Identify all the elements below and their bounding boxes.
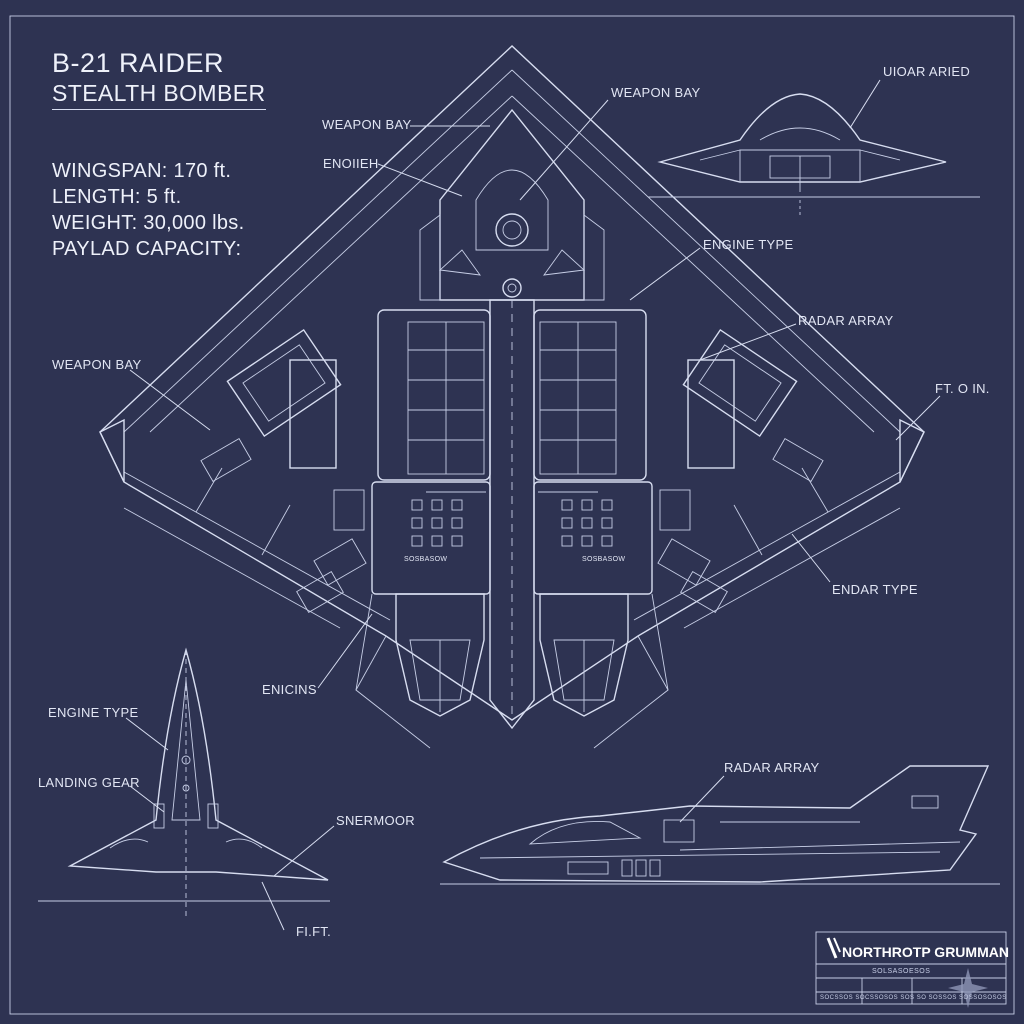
page-title: B-21 RAIDER [52, 48, 225, 78]
plan-view [99, 45, 925, 749]
label-engine-upper: ENOIIEH [323, 156, 379, 171]
weapon-bay-right [533, 309, 647, 481]
side-view [440, 765, 1000, 885]
label-engine-type-left: ENGINE TYPE [48, 705, 139, 720]
page-subtitle: STEALTH BOMBER [52, 80, 266, 110]
title-block-row1: SOLSASOESOS [872, 968, 931, 975]
title-block-brand: NORTHROTP GRUMMAN [842, 944, 1009, 960]
engine-nozzle-left [395, 593, 485, 717]
label-panel-right: SOSBASOW [582, 556, 626, 563]
nose-view [38, 647, 330, 916]
center-spine [489, 299, 535, 730]
wing-bay-left [226, 328, 342, 438]
title-block-frame [815, 931, 1007, 1005]
label-engines-lower: ENICINS [262, 682, 317, 697]
label-endar-type: ENDAR TYPE [832, 582, 918, 597]
label-wing-dimension: FT. O IN. [935, 381, 990, 396]
spec-weight: WEIGHT: 30,000 lbs. [52, 212, 245, 234]
label-radar-array-side: RADAR ARRAY [724, 760, 820, 775]
engine-panel-right [533, 481, 653, 595]
planform-outline [99, 45, 925, 721]
label-radar-array-right: RADAR ARRAY [798, 313, 894, 328]
label-landing-gear: LANDING GEAR [38, 775, 140, 790]
label-panel-left: SOSBASOW [404, 556, 448, 563]
label-front-dimension: FI.FT. [296, 924, 332, 939]
nose-section [439, 108, 585, 301]
spec-length: LENGTH: 5 ft. [52, 186, 182, 208]
sheet-border [9, 15, 1015, 1015]
front-view [648, 93, 980, 216]
engine-nozzle-right [539, 593, 629, 717]
sparkle-mark [948, 968, 988, 1008]
label-weapon-bay-top: WEAPON BAY [611, 85, 701, 100]
title-block-row2: SOCSSOS SOCSSOSOS SOS SO SOSSOS SOSSOSOS… [820, 995, 1007, 1001]
label-engine-type-right: ENGINE TYPE [703, 237, 794, 252]
wing-bay-right [682, 328, 798, 438]
label-weapon-bay-left: WEAPON BAY [52, 357, 142, 372]
label-weapon-bay-upper: WEAPON BAY [322, 117, 412, 132]
label-snermoor: SNERMOOR [336, 813, 415, 828]
engine-panel-left [371, 481, 491, 595]
spec-payload: PAYLAD CAPACITY: [52, 238, 242, 260]
leader-lines [125, 79, 941, 931]
spec-wingspan: WINGSPAN: 170 ft. [52, 160, 232, 182]
weapon-bay-left [377, 309, 491, 481]
label-front-view: UIOAR ARIED [883, 64, 971, 79]
